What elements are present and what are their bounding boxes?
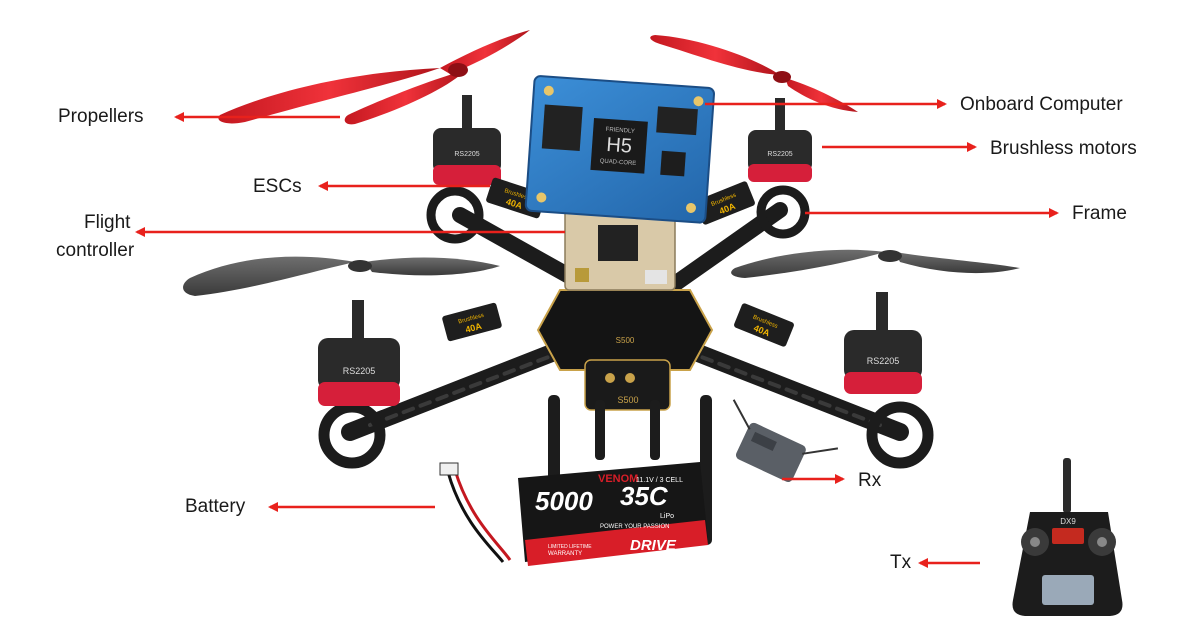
battery-warranty-line1: LIMITED LIFETIME	[548, 544, 592, 550]
tx-model-text: DX9	[1060, 517, 1076, 526]
label-flight-controller-line1: Flight	[84, 212, 130, 234]
rear-propeller-right	[731, 250, 1020, 278]
receiver-unit	[712, 400, 838, 496]
frame-plate-model-text: S500	[616, 336, 635, 345]
battery-tagline-text: POWER YOUR PASSION	[600, 524, 669, 530]
esc-rear-left: Brushless 40A	[442, 302, 503, 342]
label-propellers: Propellers	[58, 106, 144, 128]
motor-rear-left: RS2205	[318, 300, 400, 406]
esc-rear-right: Brushless 40A	[733, 302, 795, 347]
battery-series-text: DRIVE	[630, 537, 677, 554]
motor-model-text: RS2205	[454, 151, 479, 158]
motor-rear-right: RS2205	[844, 292, 922, 394]
label-rx: Rx	[858, 470, 881, 492]
label-frame: Frame	[1072, 203, 1127, 225]
motor-front-left: RS2205	[433, 95, 501, 185]
label-onboard-computer: Onboard Computer	[960, 94, 1123, 116]
battery-warranty-line2: WARRANTY	[548, 551, 582, 557]
label-tx: Tx	[890, 552, 911, 574]
battery-capacity-text: 5000	[535, 486, 593, 516]
label-escs: ESCs	[253, 176, 302, 198]
front-propeller-left	[218, 30, 530, 124]
onboard-computer-board: H5 QUAD-CORE FRIENDLY	[525, 76, 714, 223]
motor-model-text: RS2205	[343, 366, 376, 376]
label-battery: Battery	[185, 496, 245, 518]
battery-chem-text: LiPo	[660, 513, 674, 520]
motor-model-text: RS2205	[867, 356, 900, 366]
rear-propeller-left	[183, 257, 500, 296]
computer-model-text: H5	[606, 134, 633, 158]
battery-c-rating-text: 35C	[620, 481, 669, 511]
motor-model-text: RS2205	[767, 151, 792, 158]
motor-front-right: RS2205	[748, 98, 812, 182]
transmitter-unit: DX9	[1013, 458, 1123, 616]
label-brushless-motors: Brushless motors	[990, 138, 1137, 160]
label-flight-controller-line2: controller	[56, 240, 134, 262]
frame-model-text: S500	[617, 395, 638, 405]
lipo-battery: VENOM 11.1V / 3 CELL 5000 35C LiPo POWER…	[440, 462, 708, 566]
